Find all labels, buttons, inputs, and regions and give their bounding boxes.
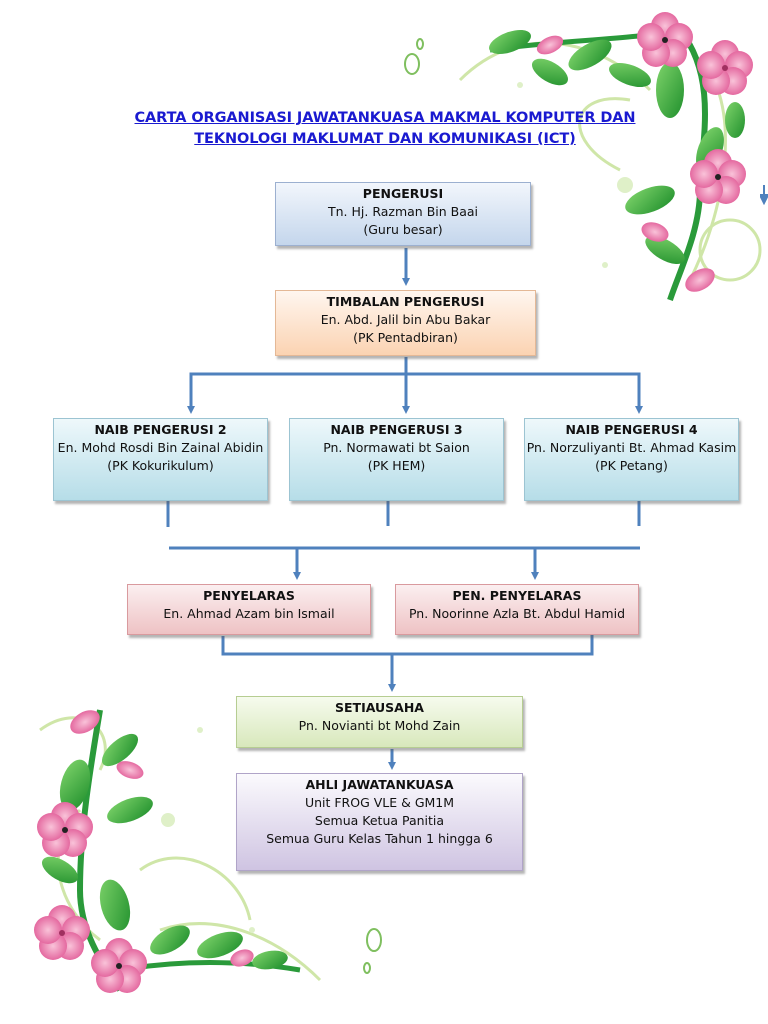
node-member-line: Unit FROG VLE & GM1M [304, 795, 455, 810]
node-role: PEN. PENYELARAS [452, 588, 582, 603]
chart-title-line-1: CARTA ORGANISASI JAWATANKUASA MAKMAL KOM… [134, 110, 636, 126]
node-pengerusi: PENGERUSI Tn. Hj. Razman Bin Baai (Guru … [275, 182, 531, 246]
chart-title: CARTA ORGANISASI JAWATANKUASA MAKMAL KOM… [130, 108, 640, 150]
connector-bus-setiausaha [221, 624, 594, 656]
node-name: Pn. Novianti bt Mohd Zain [298, 718, 461, 733]
node-role: NAIB PENGERUSI 4 [565, 422, 698, 437]
node-member-line: Semua Guru Kelas Tahun 1 hingga 6 [266, 831, 493, 846]
node-name: Pn. Norzuliyanti Bt. Ahmad Kasim [526, 440, 737, 455]
node-name: En. Abd. Jalil bin Abu Bakar [320, 312, 491, 327]
floral-corner-top-right-decoration [400, 0, 768, 310]
chart-title-line-2: TEKNOLOGI MAKLUMAT DAN KOMUNIKASI (ICT) [194, 131, 576, 147]
node-setiausaha: SETIAUSAHA Pn. Novianti bt Mohd Zain [236, 696, 523, 748]
node-note: (PK HEM) [367, 458, 426, 473]
node-note: (PK Pentadbiran) [353, 330, 458, 345]
edge-arrow-fragment-icon [760, 185, 768, 205]
node-note: (PK Kokurikulum) [107, 458, 214, 473]
node-penyelaras: PENYELARAS En. Ahmad Azam bin Ismail [127, 584, 371, 635]
node-name: En. Mohd Rosdi Bin Zainal Abidin [57, 440, 264, 455]
node-name: Tn. Hj. Razman Bin Baai [328, 204, 478, 219]
floral-corner-bottom-left-decoration [20, 690, 400, 1010]
node-note: (Guru besar) [363, 222, 443, 237]
node-role: NAIB PENGERUSI 3 [330, 422, 463, 437]
node-role: SETIAUSAHA [335, 700, 424, 715]
node-role: NAIB PENGERUSI 2 [94, 422, 227, 437]
node-name: Pn. Normawati bt Saion [323, 440, 470, 455]
node-role: PENYELARAS [203, 588, 295, 603]
node-name: En. Ahmad Azam bin Ismail [163, 606, 335, 621]
node-ahli-jawatankuasa: AHLI JAWATANKUASA Unit FROG VLE & GM1M S… [236, 773, 523, 871]
node-naib-pengerusi-4: NAIB PENGERUSI 4 Pn. Norzuliyanti Bt. Ah… [524, 418, 739, 501]
node-naib-pengerusi-3: NAIB PENGERUSI 3 Pn. Normawati bt Saion … [289, 418, 504, 501]
node-role: PENGERUSI [362, 186, 444, 201]
connector-bus-naib [189, 372, 641, 410]
node-pen-penyelaras: PEN. PENYELARAS Pn. Noorinne Azla Bt. Ab… [395, 584, 639, 635]
node-name: Pn. Noorinne Azla Bt. Abdul Hamid [408, 606, 626, 621]
node-naib-pengerusi-2: NAIB PENGERUSI 2 En. Mohd Rosdi Bin Zain… [53, 418, 268, 501]
node-role: TIMBALAN PENGERUSI [326, 294, 485, 309]
node-timbalan-pengerusi: TIMBALAN PENGERUSI En. Abd. Jalil bin Ab… [275, 290, 536, 356]
node-role: AHLI JAWATANKUASA [305, 777, 454, 792]
node-note: (PK Petang) [595, 458, 668, 473]
node-member-line: Semua Ketua Panitia [314, 813, 445, 828]
